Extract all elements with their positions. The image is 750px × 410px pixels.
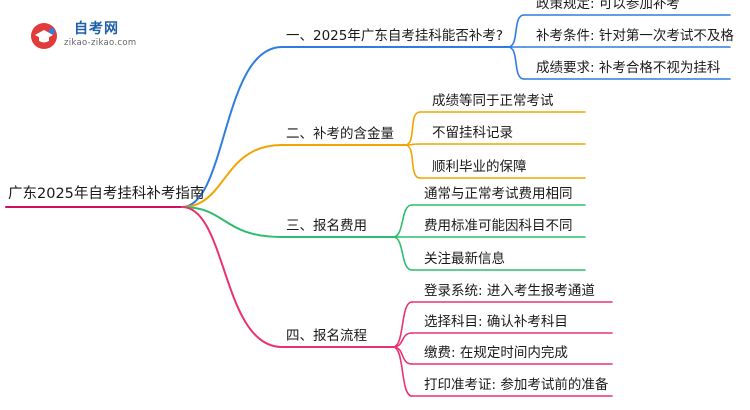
- edge-root-to-branch-4: [181, 206, 283, 348]
- branch-4-child-4[interactable]: 打印准考证: 参加考试前的准备: [424, 377, 609, 393]
- edge-branch-4-child-4: [392, 346, 413, 397]
- branch-4-child-3[interactable]: 缴费: 在规定时间内完成: [424, 345, 568, 361]
- edge-branch-3-child-1: [392, 204, 413, 238]
- edge-branch-2-child-1: [404, 111, 421, 146]
- edge-branch-4-child-3: [392, 346, 413, 365]
- branch-3-child-3[interactable]: 关注最新信息: [424, 251, 505, 267]
- branch-1-label[interactable]: 一、2025年广东自考挂科能否补考?: [286, 28, 504, 44]
- branch-4-label[interactable]: 四、报名流程: [286, 328, 367, 344]
- branch-1-child-3[interactable]: 成绩要求: 补考合格不视为挂科: [536, 60, 721, 76]
- edge-branch-2-child-3: [404, 144, 421, 179]
- edge-root-to-branch-1: [181, 46, 283, 208]
- edge-branch-4-child-1: [392, 301, 413, 348]
- branch-2-label[interactable]: 二、补考的含金量: [286, 126, 394, 142]
- logo-title: 自考网: [74, 21, 119, 37]
- branch-1-child-1[interactable]: 政策规定: 可以参加补考: [536, 0, 680, 12]
- branch-3-child-2[interactable]: 费用标准可能因科目不同: [424, 218, 573, 234]
- mindmap-root[interactable]: 广东2025年自考挂科补考指南: [8, 186, 205, 202]
- branch-2-child-2[interactable]: 不留挂科记录: [432, 125, 513, 141]
- logo-subtitle: zikao-zikao.com: [64, 38, 137, 48]
- edge-branch-3-child-3: [392, 236, 413, 271]
- edge-branch-1-child-3: [507, 46, 525, 80]
- branch-3-child-1[interactable]: 通常与正常考试费用相同: [424, 186, 573, 202]
- graduation-cap-icon: [31, 23, 57, 49]
- site-logo[interactable]: 自考网 zikao-zikao.com: [30, 16, 160, 54]
- mindmap-edges: [5, 14, 731, 397]
- branch-4-child-2[interactable]: 选择科目: 确认补考科目: [424, 314, 568, 330]
- branch-2-child-3[interactable]: 顺利毕业的保障: [432, 159, 527, 175]
- edge-root-to-branch-3: [181, 206, 283, 238]
- branch-4-child-1[interactable]: 登录系统: 进入考生报考通道: [424, 283, 595, 299]
- edge-branch-1-child-1: [507, 14, 525, 48]
- branch-2-child-1[interactable]: 成绩等同于正常考试: [432, 93, 554, 109]
- edge-root-to-branch-2: [181, 144, 283, 208]
- branch-1-child-2[interactable]: 补考条件: 针对第一次考试不及格: [536, 28, 734, 44]
- branch-3-label[interactable]: 三、报名费用: [286, 218, 367, 234]
